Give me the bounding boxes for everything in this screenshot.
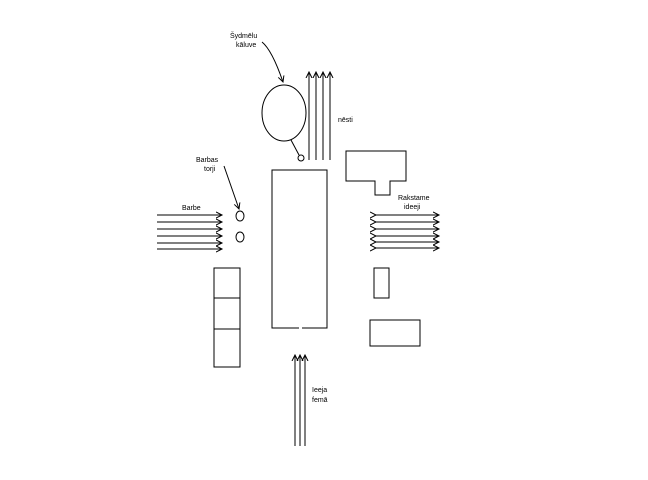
left-stack xyxy=(213,267,241,368)
barbes-torji-label: Barbas torji xyxy=(196,157,219,173)
kalve-valve xyxy=(297,154,305,162)
nesti-label: nēsti xyxy=(338,117,353,124)
rakstamie-ideeji-arrows xyxy=(376,215,439,248)
skydmelu-kalve-label-line2: kāluve xyxy=(236,42,256,49)
rakstamie-ideeji-label: Rakstame ideeji xyxy=(398,195,430,211)
ieeja-label-line2: femā xyxy=(312,397,328,404)
barbes-torji-label-line1: Barbas xyxy=(196,157,219,164)
ieeja-arrows xyxy=(295,355,305,446)
right-small-box xyxy=(373,267,390,299)
barbes-torji-label-line2: torji xyxy=(204,166,216,173)
skydmelu-kalve-label-line1: Šydmēlu xyxy=(230,31,257,40)
skydmelu-kalve-label: Šydmēlu kāluve xyxy=(230,31,257,49)
ieeja-label: Ieeja femā xyxy=(312,387,328,404)
main-block xyxy=(271,169,328,329)
barbes-torji-pointer xyxy=(223,165,239,209)
torji-circle-top xyxy=(235,210,245,222)
barbe-label: Barbe xyxy=(182,205,201,212)
ieeja-label-line1: Ieeja xyxy=(312,387,327,394)
right-wide-box xyxy=(369,319,421,347)
barbe-arrows xyxy=(157,215,222,249)
nesti-arrows xyxy=(309,72,330,160)
top-right-block xyxy=(345,150,407,196)
rakstamie-ideeji-label-line1: Rakstame xyxy=(398,195,430,202)
kalve-connector xyxy=(290,139,300,156)
skydmelu-kalve-pointer xyxy=(261,41,283,82)
rakstamie-ideeji-label-line2: ideeji xyxy=(404,204,421,211)
torji-circle-bottom xyxy=(235,231,245,243)
kalve-oval xyxy=(261,84,307,142)
